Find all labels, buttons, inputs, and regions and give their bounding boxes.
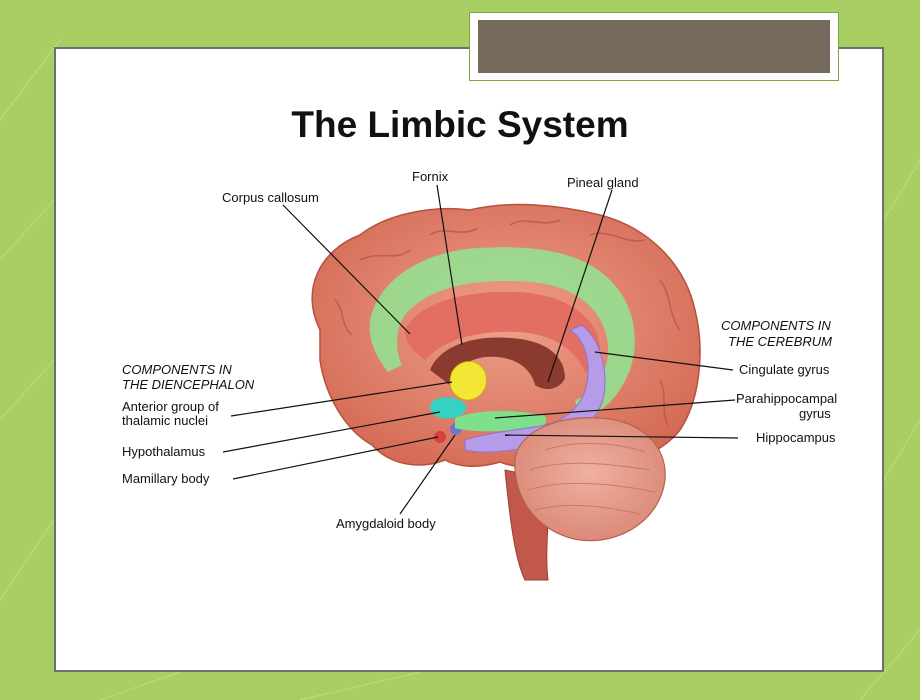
label-parahippocampal-line2: gyrus bbox=[799, 406, 831, 421]
label-hypothalamus: Hypothalamus bbox=[122, 444, 206, 459]
category-diencephalon-line1: COMPONENTS IN bbox=[122, 362, 232, 377]
label-cingulate-gyrus: Cingulate gyrus bbox=[739, 362, 830, 377]
label-pineal-gland: Pineal gland bbox=[567, 175, 639, 190]
thalamus-region bbox=[450, 362, 486, 401]
category-cerebrum-line2: THE CEREBRUM bbox=[728, 334, 832, 349]
label-fornix: Fornix bbox=[412, 169, 449, 184]
label-parahippocampal-line1: Parahippocampal bbox=[736, 391, 837, 406]
category-diencephalon-line2: THE DIENCEPHALON bbox=[122, 377, 255, 392]
label-corpus-callosum: Corpus callosum bbox=[222, 190, 319, 205]
category-cerebrum-line1: COMPONENTS IN bbox=[721, 318, 831, 333]
label-anterior-thalamic-line2: thalamic nuclei bbox=[122, 413, 208, 428]
label-anterior-thalamic-line1: Anterior group of bbox=[122, 399, 219, 414]
label-mamillary-body: Mamillary body bbox=[122, 471, 210, 486]
label-hippocampus: Hippocampus bbox=[756, 430, 836, 445]
label-amygdaloid-body: Amygdaloid body bbox=[336, 516, 436, 531]
